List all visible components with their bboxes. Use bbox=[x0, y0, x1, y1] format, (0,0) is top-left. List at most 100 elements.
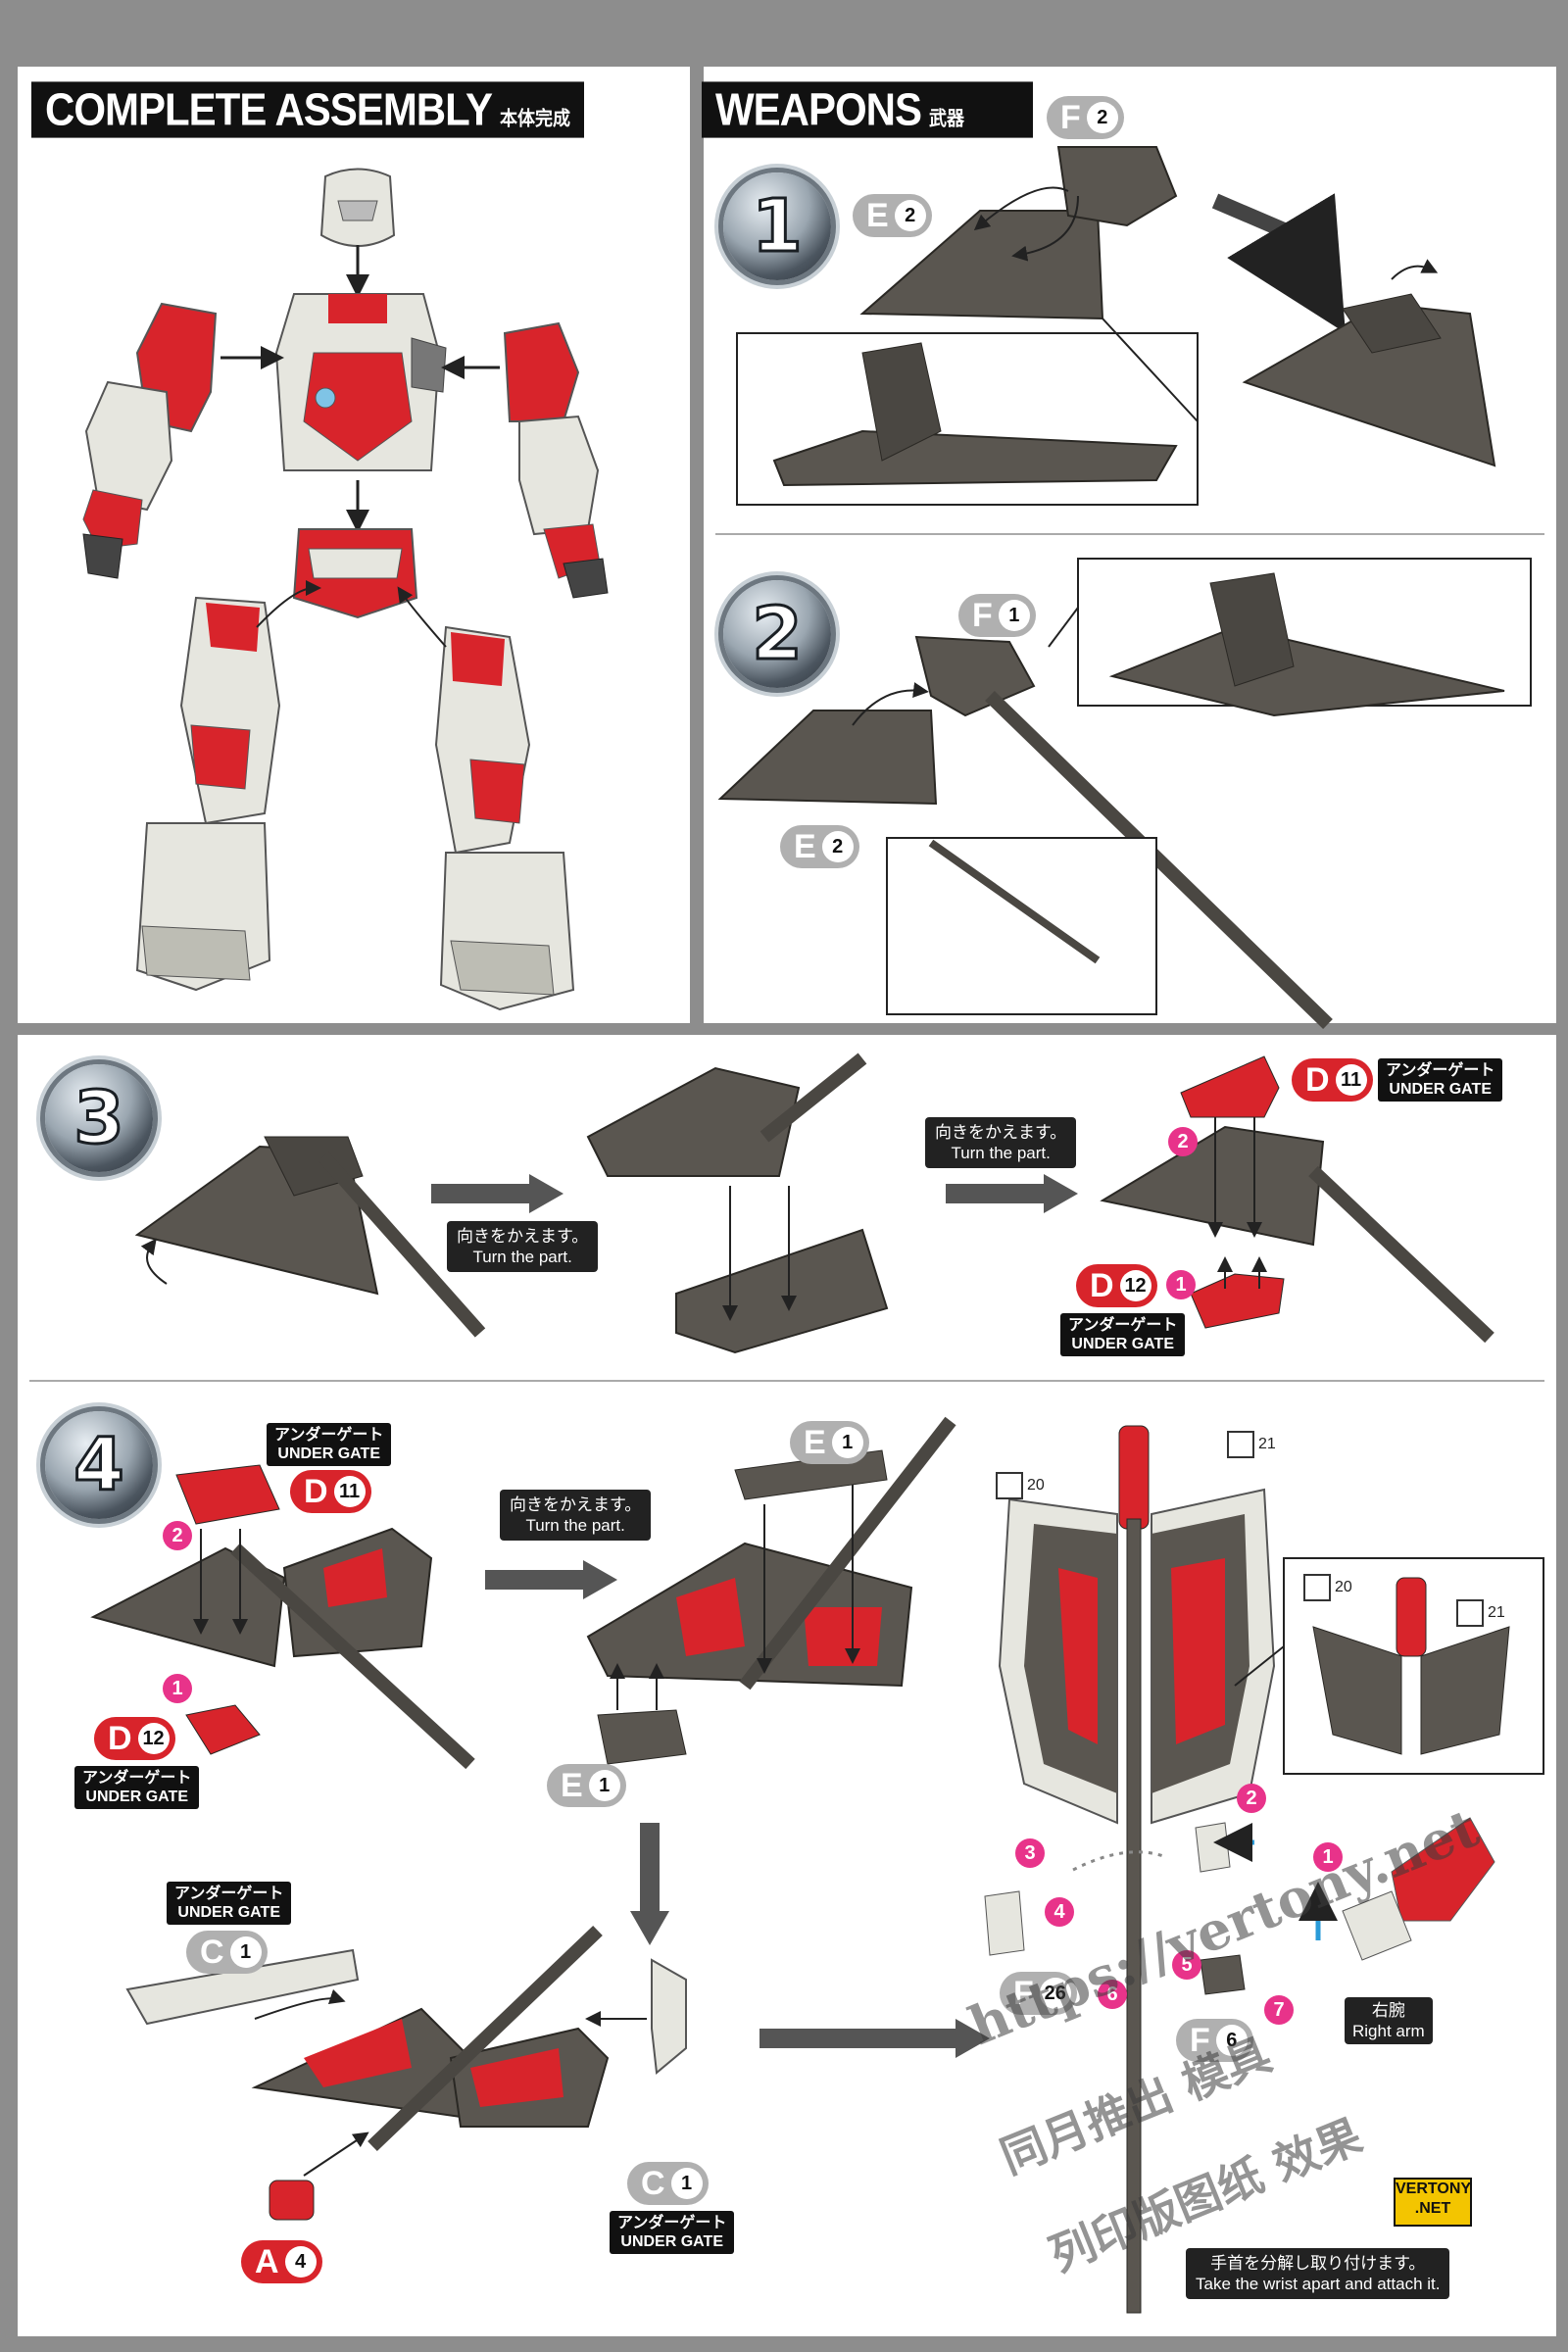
under-gate-en: UNDER GATE bbox=[277, 1446, 380, 1462]
wrist-note-en: Take the wrist apart and attach it. bbox=[1196, 2275, 1441, 2293]
part-number: 1 bbox=[670, 2168, 703, 2199]
under-gate-label-d12-step3: アンダーゲート UNDER GATE bbox=[1060, 1313, 1186, 1356]
part-letter: F bbox=[1190, 2022, 1210, 2059]
under-gate-en: UNDER GATE bbox=[1389, 1081, 1492, 1098]
part-letter: A bbox=[255, 2243, 279, 2280]
part-number: 1 bbox=[998, 600, 1030, 631]
right-arm-label: 右腕 Right arm bbox=[1345, 1997, 1433, 2044]
step1-illustration bbox=[859, 146, 1496, 467]
step-2-marker: 2 bbox=[723, 580, 831, 688]
weapons-header: WEAPONS 武器 bbox=[702, 81, 1034, 138]
vertony-logo: VERTONY.NET bbox=[1394, 2178, 1472, 2227]
sticker-icon bbox=[996, 1472, 1023, 1499]
order-badge-2-step4: 2 bbox=[163, 1521, 192, 1550]
order-badge-6-hand: 6 bbox=[1098, 1980, 1127, 2009]
order-badge-4-hand: 4 bbox=[1045, 1897, 1074, 1927]
part-number: 1 bbox=[229, 1936, 262, 1968]
right-arm-jp: 右腕 bbox=[1371, 2001, 1405, 2020]
part-letter: E bbox=[794, 828, 816, 865]
part-letter: E bbox=[866, 197, 889, 234]
under-gate-en: UNDER GATE bbox=[620, 2233, 723, 2250]
part-number: 12 bbox=[137, 1723, 170, 1754]
under-gate-jp: アンダーゲート bbox=[274, 1427, 384, 1444]
sticker-21-detail: 21 bbox=[1456, 1599, 1505, 1627]
under-gate-jp: アンダーゲート bbox=[1068, 1317, 1178, 1334]
turn-note-jp: 向きをかえます。 bbox=[457, 1227, 589, 1246]
sticker-icon bbox=[1227, 1431, 1254, 1458]
turn-note-step4: 向きをかえます。 Turn the part. bbox=[500, 1490, 652, 1541]
part-number: 11 bbox=[1335, 1064, 1367, 1096]
part-letter: F bbox=[972, 597, 993, 634]
part-letter: C bbox=[200, 1934, 224, 1971]
under-gate-en: UNDER GATE bbox=[1071, 1336, 1174, 1352]
logo-line1: VERTONY bbox=[1396, 2180, 1472, 2197]
wrist-note: 手首を分解し取り付けます。 Take the wrist apart and at… bbox=[1186, 2248, 1450, 2299]
order-badge-1-hand: 1 bbox=[1313, 1842, 1343, 1872]
part-letter: D bbox=[304, 1473, 328, 1510]
step-3-marker: 3 bbox=[45, 1064, 153, 1172]
sticker-number: 21 bbox=[1488, 1604, 1505, 1621]
sticker-number: 21 bbox=[1258, 1436, 1276, 1452]
turn-note-en: Turn the part. bbox=[951, 1144, 1051, 1162]
turn-note-en: Turn the part. bbox=[472, 1248, 572, 1266]
part-number: 2 bbox=[821, 831, 854, 862]
complete-assembly-title: COMPLETE ASSEMBLY bbox=[45, 83, 493, 135]
part-letter: F bbox=[1013, 1975, 1034, 2012]
sticker-icon bbox=[1456, 1599, 1484, 1627]
turn-note-en: Turn the part. bbox=[525, 1516, 625, 1535]
sticker-number: 20 bbox=[1027, 1477, 1045, 1494]
part-letter: D bbox=[1305, 1061, 1330, 1099]
part-number: 2 bbox=[1086, 102, 1118, 133]
right-arm-en: Right arm bbox=[1352, 2022, 1425, 2040]
part-number: 1 bbox=[831, 1427, 863, 1458]
under-gate-jp: アンダーゲート bbox=[82, 1770, 192, 1787]
step-2-number: 2 bbox=[751, 591, 805, 678]
sticker-icon bbox=[1303, 1574, 1331, 1601]
part-letter: E bbox=[561, 1767, 583, 1804]
under-gate-jp: アンダーゲート bbox=[174, 1886, 284, 1902]
under-gate-label-c1-right: アンダーゲート UNDER GATE bbox=[610, 2211, 735, 2254]
turn-note-jp: 向きをかえます。 bbox=[935, 1123, 1067, 1142]
divider-step-3-4 bbox=[29, 1380, 1544, 1382]
under-gate-en: UNDER GATE bbox=[85, 1788, 188, 1805]
under-gate-label-d11-step4: アンダーゲート UNDER GATE bbox=[267, 1423, 392, 1466]
turn-note-jp: 向きをかえます。 bbox=[510, 1495, 642, 1514]
order-badge-2-hand: 2 bbox=[1237, 1784, 1266, 1813]
order-badge-2-step3: 2 bbox=[1168, 1127, 1198, 1156]
step-1-number: 1 bbox=[751, 183, 805, 270]
order-badge-1-step4: 1 bbox=[163, 1674, 192, 1703]
part-letter: D bbox=[1090, 1267, 1114, 1304]
sticker-20-detail: 20 bbox=[1303, 1574, 1352, 1601]
robot-figure bbox=[82, 168, 609, 1011]
part-letter: F bbox=[1060, 99, 1081, 136]
sticker-21-main: 21 bbox=[1227, 1431, 1276, 1458]
order-badge-3-hand: 3 bbox=[1015, 1838, 1045, 1868]
part-number: 26 bbox=[1039, 1978, 1071, 2009]
order-badge-5-hand: 5 bbox=[1172, 1950, 1201, 1980]
part-letter: D bbox=[108, 1720, 132, 1757]
turn-note-step3-b: 向きをかえます。 Turn the part. bbox=[925, 1117, 1077, 1168]
turn-note-step3-a: 向きをかえます。 Turn the part. bbox=[447, 1221, 599, 1272]
sticker-number: 20 bbox=[1335, 1579, 1352, 1595]
part-number: 4 bbox=[284, 2246, 317, 2278]
step-3-number: 3 bbox=[73, 1075, 126, 1162]
weapons-subtitle: 武器 bbox=[929, 107, 965, 129]
step-1-marker: 1 bbox=[723, 172, 831, 280]
step-4-marker: 4 bbox=[45, 1411, 153, 1519]
under-gate-jp: アンダーゲート bbox=[617, 2215, 727, 2231]
order-badge-7-hand: 7 bbox=[1264, 1995, 1294, 2025]
wrist-note-jp: 手首を分解し取り付けます。 bbox=[1210, 2254, 1426, 2273]
weapons-title: WEAPONS bbox=[715, 83, 922, 135]
